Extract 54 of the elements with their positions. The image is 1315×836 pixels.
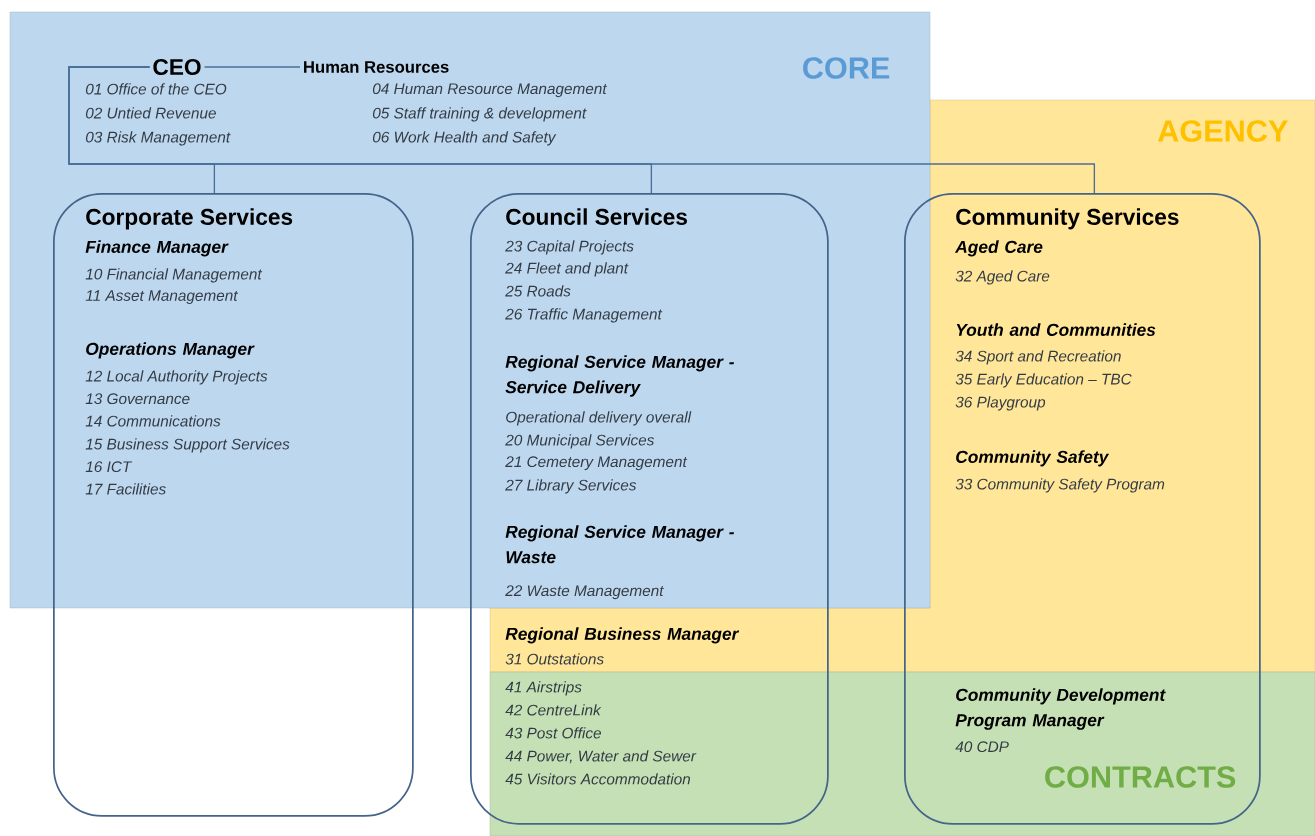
section-title: Human Resources (304, 61, 449, 73)
service-item: 26 Traffic Management (505, 308, 663, 323)
service-item: 02 Untied Revenue (85, 107, 216, 119)
unit-heading: Corporate Services (86, 208, 293, 230)
service-item: 01 Office of the CEO (85, 83, 227, 95)
service-item: 44 Power, Water and Sewer (505, 750, 697, 764)
connector-line (203, 66, 301, 68)
service-item: 23 Capital Projects (505, 240, 634, 255)
service-item: 05 Staff training & development (372, 107, 587, 122)
service-item: 11 Asset Management (85, 290, 239, 304)
service-item: 12 Local Authority Projects (85, 370, 268, 385)
manager-title: Regional Service Manager - Waste (505, 525, 734, 564)
manager-title: Aged Care (954, 240, 1043, 257)
connector-line (68, 66, 1096, 194)
ceo-title: CEO (153, 58, 201, 76)
manager-title: Operations Manager (86, 342, 255, 359)
service-item: 03 Risk Management (85, 131, 231, 146)
service-item: 21 Cemetery Management (505, 456, 688, 471)
service-item: 27 Library Services (505, 479, 637, 494)
service-item: 16 ICT (85, 461, 133, 473)
rounded-box (470, 193, 829, 825)
service-item: Operational delivery overall (506, 411, 692, 426)
manager-title: Community Development Program Manager (955, 688, 1166, 730)
service-item: 42 CentreLink (505, 704, 602, 716)
rounded-box (53, 193, 414, 817)
manager-title: Finance Manager (85, 240, 229, 257)
service-item: 04 Human Resource Management (372, 83, 608, 98)
service-item: 40 CDP (955, 741, 1009, 753)
service-item: 17 Facilities (85, 483, 166, 495)
service-item: 24 Fleet and plant (505, 262, 629, 277)
service-item: 25 Roads (505, 285, 571, 297)
service-item: 32 Aged Care (955, 270, 1050, 285)
service-item: 41 Airstrips (505, 681, 582, 696)
service-item: 13 Governance (85, 393, 190, 405)
service-item: 10 Financial Management (85, 268, 263, 283)
unit-heading: Council Services (506, 208, 687, 225)
service-item: 43 Post Office (505, 727, 601, 739)
manager-title: Regional Service Manager - Service Delivery (505, 355, 734, 397)
service-item: 22 Waste Management (505, 585, 664, 600)
manager-title: Youth and Communities (956, 323, 1156, 336)
service-item: 06 Work Health and Safety (372, 131, 557, 146)
rounded-box (904, 193, 1261, 825)
service-item: 34 Sport and Recreation (955, 350, 1121, 365)
service-item: 35 Early Education – TBC (955, 373, 1132, 388)
manager-title: Regional Business Manager (505, 627, 740, 644)
service-item: 36 Playgroup (955, 396, 1046, 411)
service-item: 20 Municipal Services (505, 434, 655, 449)
service-item: 15 Business Support Services (85, 438, 290, 453)
service-item: 33 Community Safety Program (955, 478, 1165, 493)
unit-heading: Community Services (956, 208, 1179, 230)
service-item: 31 Outstations (505, 653, 604, 665)
service-item: 14 Communications (85, 415, 221, 427)
manager-title: Community Safety (956, 450, 1110, 467)
service-item: 45 Visitors Accommodation (505, 773, 691, 785)
